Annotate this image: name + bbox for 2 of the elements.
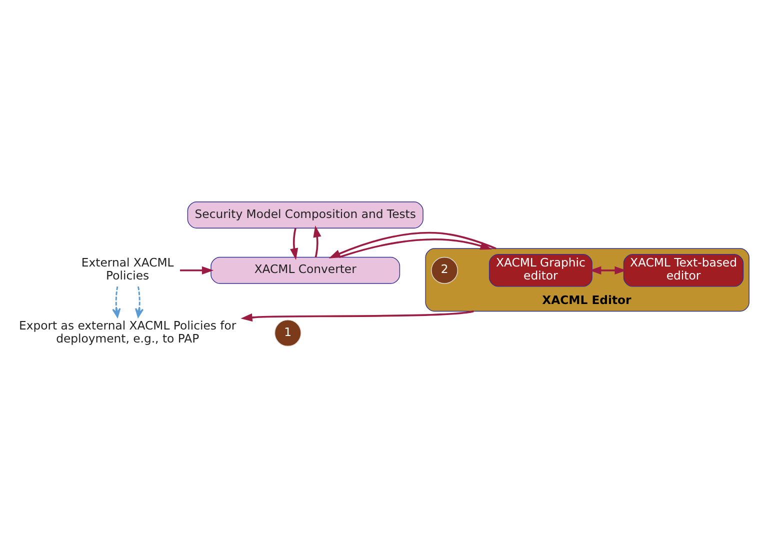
node-text: External XACML Policies (81, 255, 174, 282)
node-text: Export as external XACML Policies for deployment, e.g., to PAP (19, 318, 236, 345)
